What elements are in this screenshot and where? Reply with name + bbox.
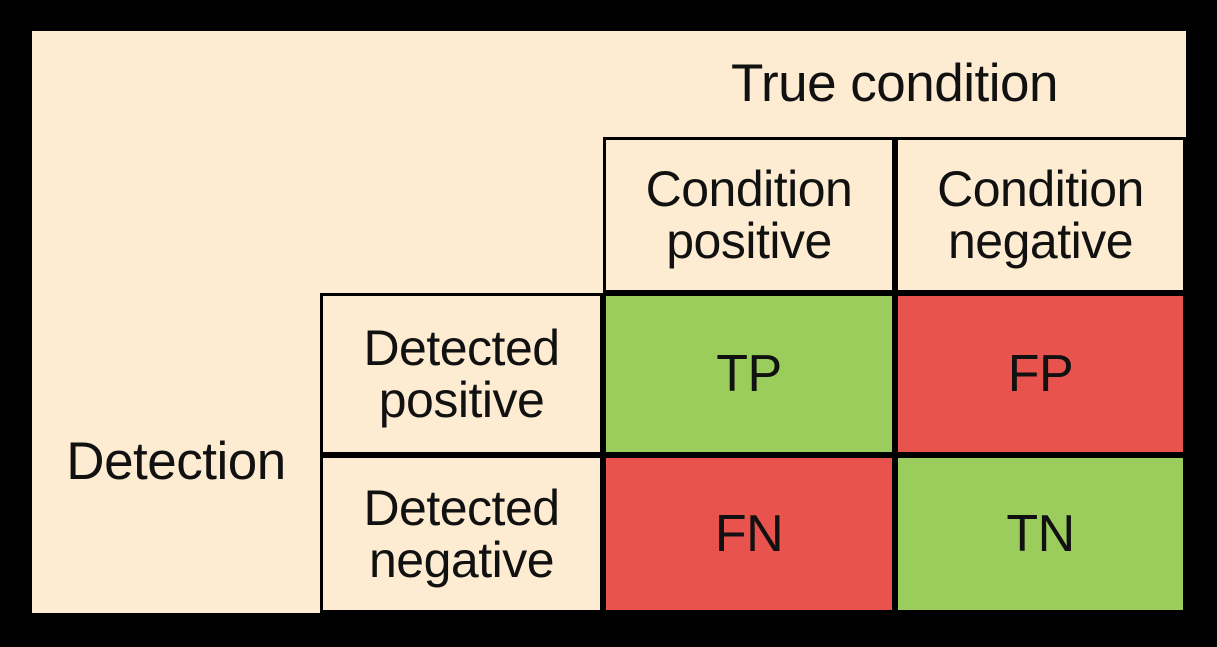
row-header-detected-positive: Detected positive	[320, 293, 603, 455]
cell-true-negative: TN	[895, 455, 1186, 613]
cell-false-positive: FP	[895, 293, 1186, 455]
confusion-matrix: True condition Detection Condition posit…	[32, 31, 1186, 613]
row-header-detected-negative: Detected negative	[320, 455, 603, 613]
column-header-condition-positive: Condition positive	[603, 137, 895, 293]
detection-axis-title: Detection	[66, 432, 286, 492]
cell-false-negative: FN	[603, 455, 895, 613]
column-header-condition-negative: Condition negative	[895, 137, 1186, 293]
true-condition-axis-title: True condition	[731, 54, 1058, 114]
cell-true-positive: TP	[603, 293, 895, 455]
